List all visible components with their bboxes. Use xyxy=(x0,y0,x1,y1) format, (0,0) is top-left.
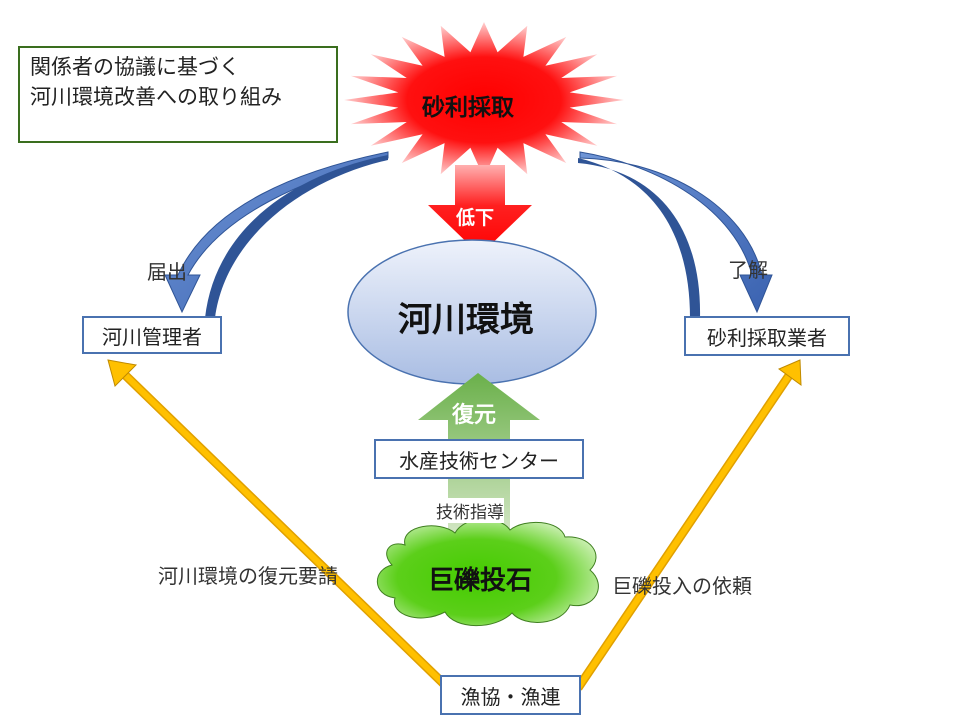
note-line-2: 河川環境改善への取り組み xyxy=(30,85,282,109)
note-box xyxy=(18,46,338,143)
approve-label: 了解 xyxy=(728,258,768,282)
decline-label: 低下 xyxy=(456,207,495,229)
restore-request-arrow xyxy=(107,359,452,692)
decline-arrow xyxy=(428,165,532,255)
guidance-label: 技術指導 xyxy=(436,498,504,523)
node-river-manager: 河川管理者 xyxy=(82,316,222,354)
note-line-1: 関係者の協議に基づく xyxy=(30,55,240,79)
boulder-request-arrow xyxy=(574,359,802,691)
restore-request-label: 河川環境の復元要請 xyxy=(158,564,338,588)
cloud-label: 巨礫投石 xyxy=(428,566,533,596)
notify-label: 届出 xyxy=(147,260,187,284)
restore-label: 復元 xyxy=(452,403,497,428)
river-label: 河川環境 xyxy=(398,300,534,340)
node-gravel-operator: 砂利採取業者 xyxy=(684,316,850,356)
gravel-extraction-burst xyxy=(344,22,624,178)
note-text: 関係者の協議に基づく 河川環境改善への取り組み xyxy=(30,52,282,112)
operator-link-band xyxy=(578,158,701,318)
manager-link-band xyxy=(205,155,388,318)
node-fishery-coop: 漁協・漁連 xyxy=(440,675,581,715)
approve-arrow xyxy=(579,151,773,314)
burst-label: 砂利採取 xyxy=(422,95,514,121)
boulder-request-label: 巨礫投入の依頼 xyxy=(612,574,752,598)
node-fisheries-center: 水産技術センター xyxy=(374,439,584,479)
